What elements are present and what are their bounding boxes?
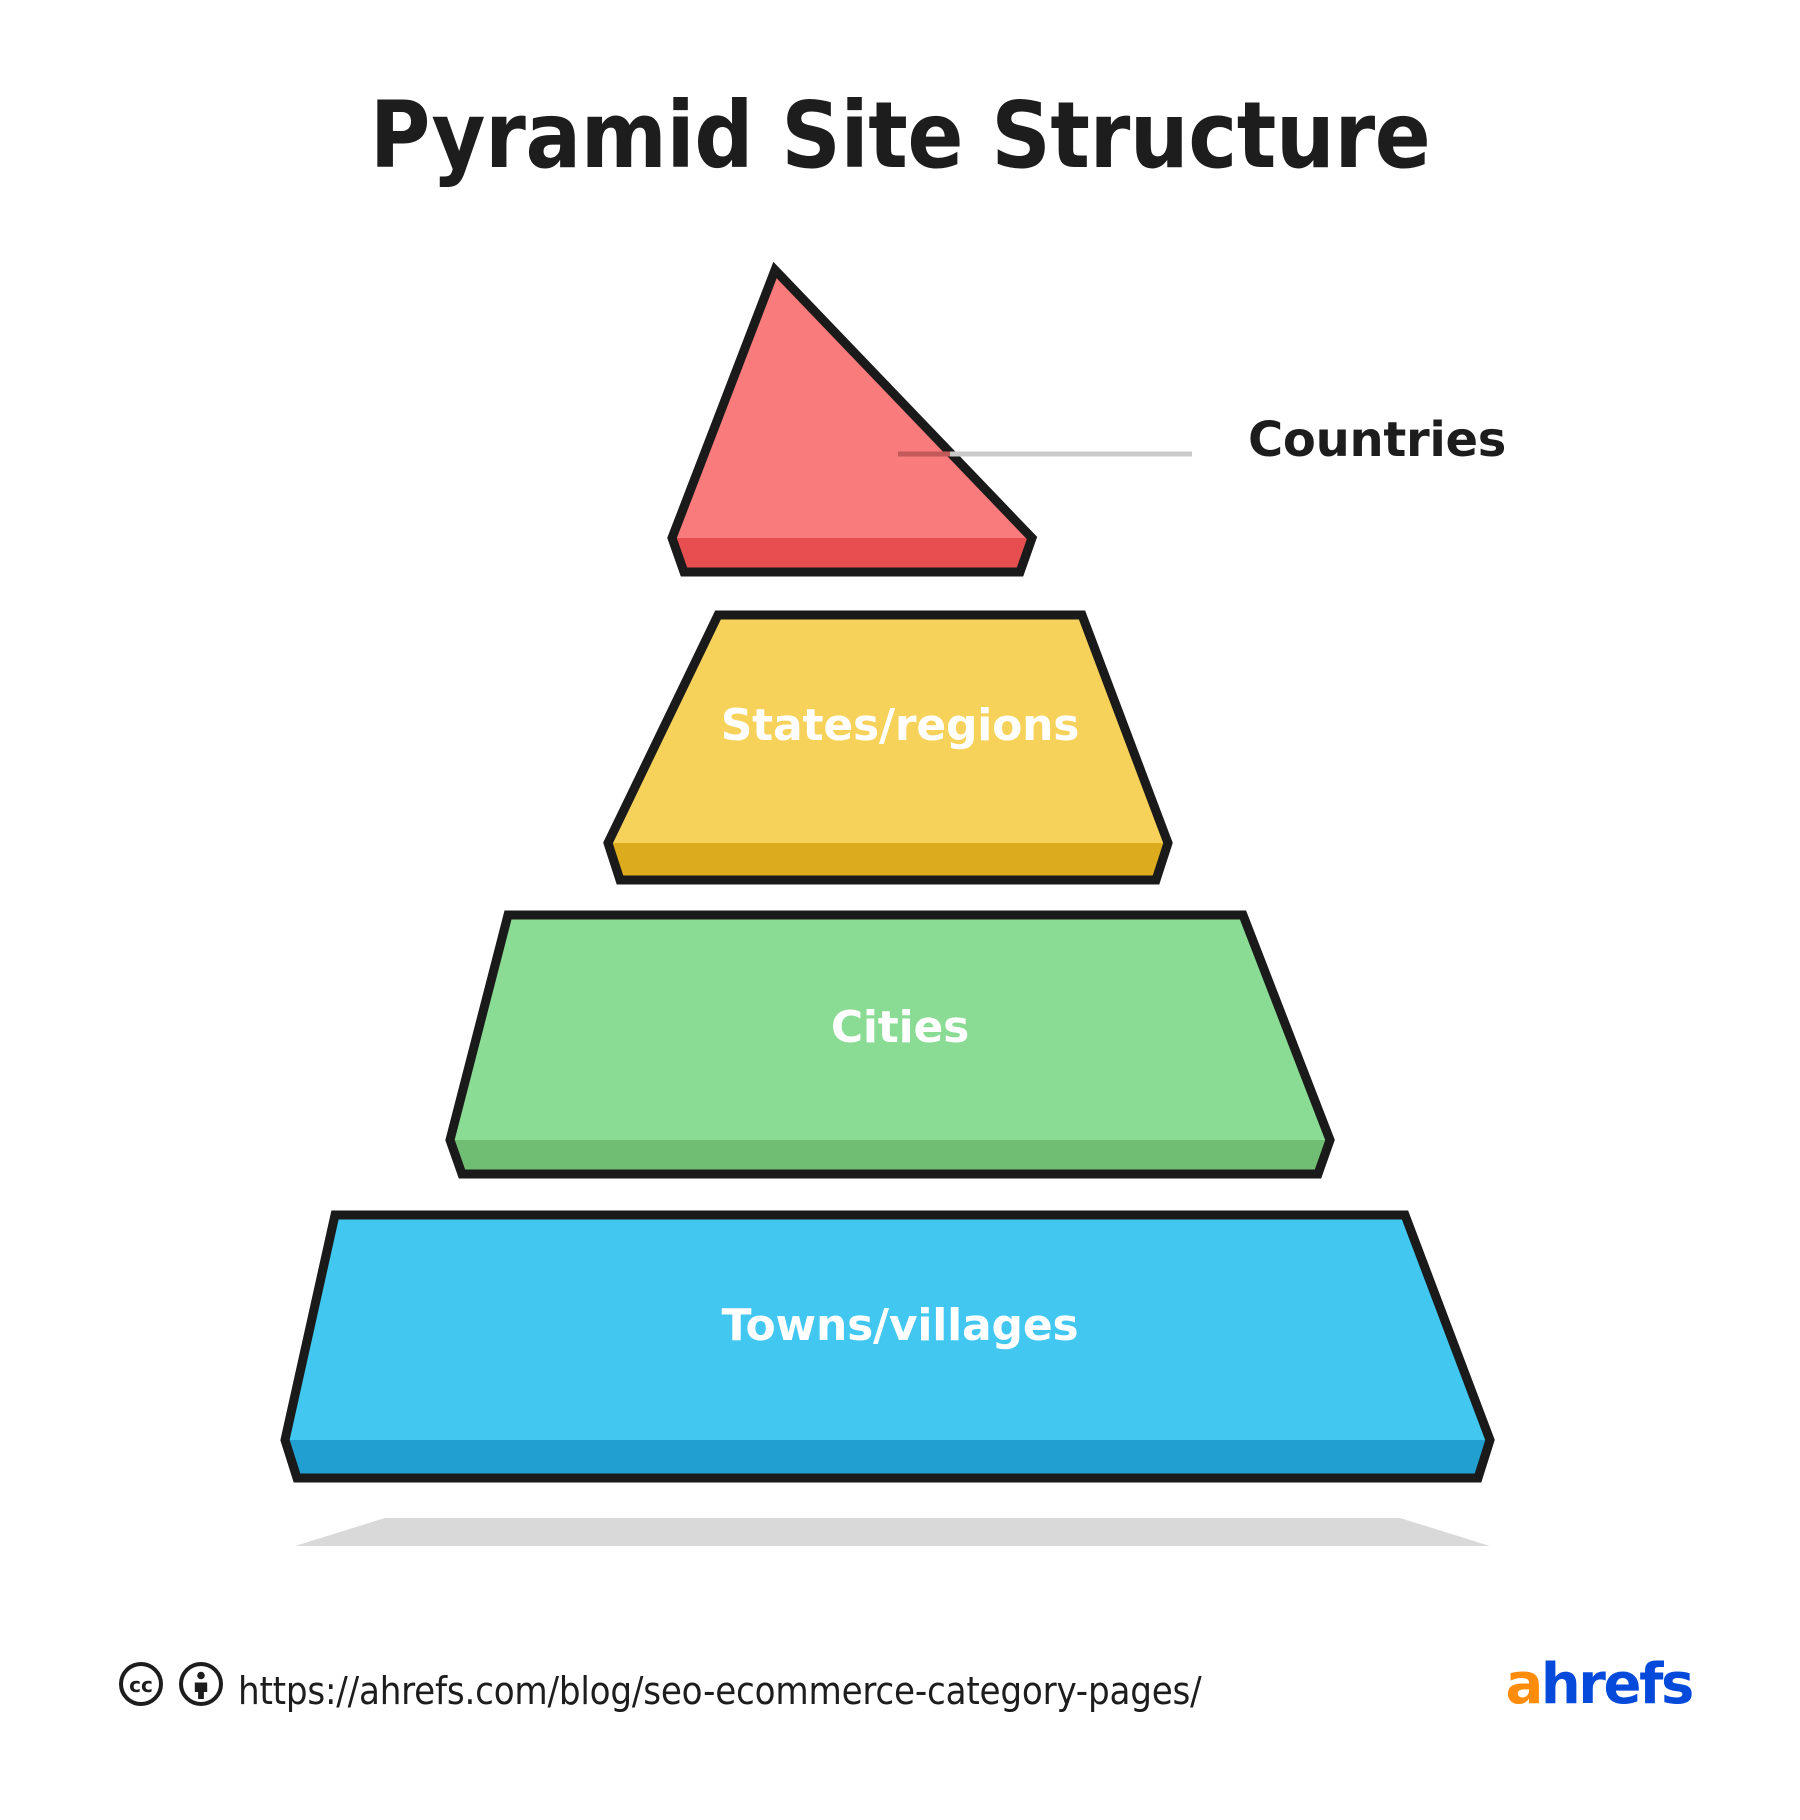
pyramid-level-states-regions[interactable]	[603, 610, 1173, 885]
creative-commons-icon: cc	[119, 1662, 163, 1706]
pyramid-level-countries[interactable]	[667, 261, 1038, 577]
pyramid-level-towns-villages[interactable]	[280, 1210, 1495, 1483]
ahrefs-logo[interactable]: ahrefs	[1505, 1657, 1694, 1713]
cities-top-face	[450, 915, 1330, 1140]
svg-text:cc: cc	[129, 1673, 153, 1697]
states-regions-side-face	[608, 843, 1168, 880]
states-regions-outline	[603, 610, 1173, 885]
towns-villages-top-face	[285, 1215, 1490, 1440]
countries-side-face	[672, 538, 1032, 572]
page-title: Pyramid Site Structure	[369, 82, 1431, 189]
level-label-countries: Countries	[1248, 412, 1507, 468]
license-icon-group: cc	[118, 1661, 224, 1707]
states-regions-top-face	[608, 615, 1168, 843]
cities-side-face	[450, 1140, 1330, 1174]
ahrefs-logo-text: hrefs	[1540, 1652, 1695, 1717]
towns-villages-outline	[280, 1210, 1495, 1483]
ground-shadow	[295, 1518, 1490, 1546]
source-url[interactable]: https://ahrefs.com/blog/seo-ecommerce-ca…	[238, 1669, 1202, 1713]
creative-commons-by-icon	[179, 1662, 223, 1706]
towns-villages-side-face	[285, 1440, 1490, 1478]
footer: cc https://ahrefs.com/blog/seo-ecommerce…	[0, 1655, 1800, 1765]
countries-top-face	[672, 270, 1032, 538]
pyramid-graphic	[280, 261, 1495, 1546]
cities-outline	[445, 910, 1335, 1179]
ahrefs-logo-accent: a	[1505, 1652, 1543, 1717]
pyramid-level-cities[interactable]	[445, 910, 1335, 1179]
countries-outline	[667, 261, 1038, 577]
